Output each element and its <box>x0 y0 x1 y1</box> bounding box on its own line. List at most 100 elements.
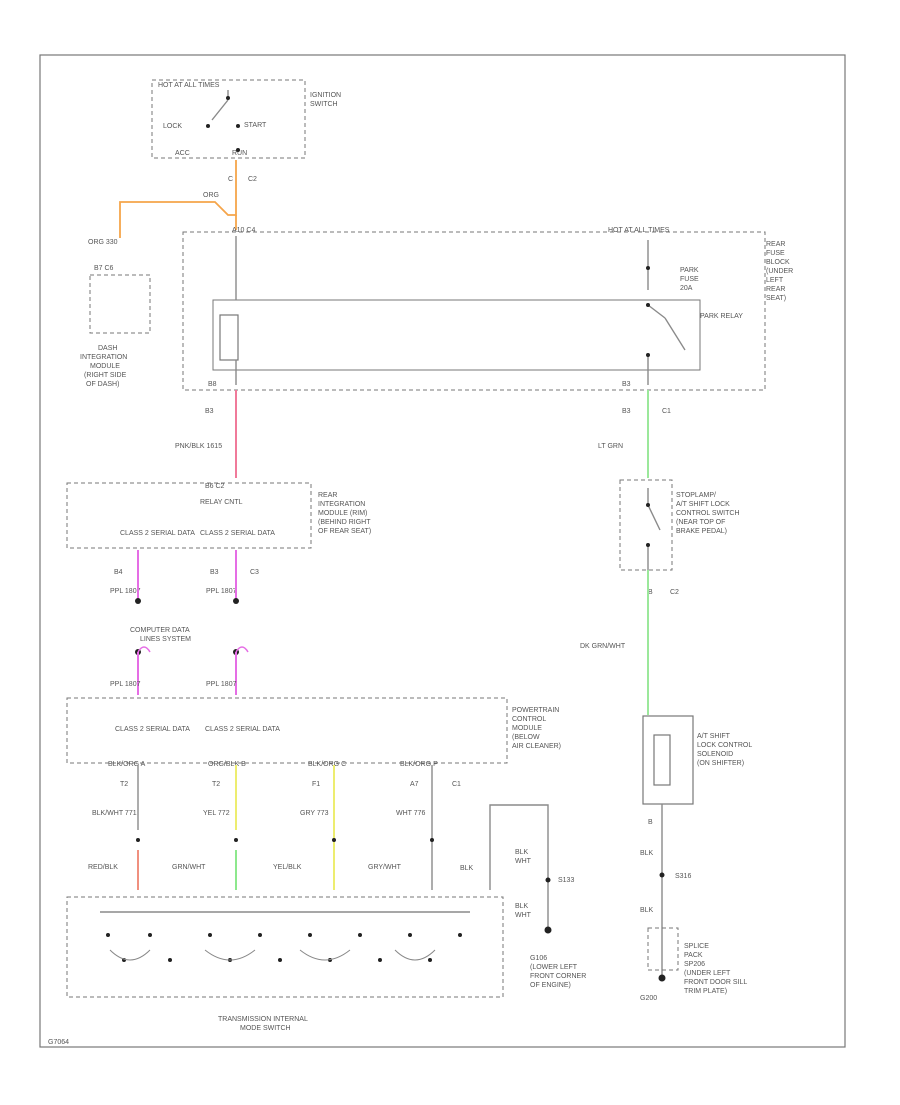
svg-text:FUSE: FUSE <box>766 250 785 257</box>
svg-text:HOT AT ALL TIMES: HOT AT ALL TIMES <box>608 227 670 234</box>
rear-integration-module: B6 C2 RELAY CNTL CLASS 2 SERIAL DATA CLA… <box>66 482 371 595</box>
svg-text:LEFT: LEFT <box>766 277 784 284</box>
svg-text:(NEAR TOP OF: (NEAR TOP OF <box>676 519 725 526</box>
shift-lock-solenoid: A/T SHIFT LOCK CONTROL SOLENOID (ON SHIF… <box>640 715 752 1002</box>
frame-code: G7064 <box>48 1039 69 1046</box>
green-wire-label: LT GRN <box>598 443 623 450</box>
svg-text:B3: B3 <box>622 381 631 388</box>
svg-text:START: START <box>244 122 267 129</box>
svg-text:YEL/BLK: YEL/BLK <box>273 864 302 871</box>
svg-text:(RIGHT SIDE: (RIGHT SIDE <box>84 372 127 379</box>
svg-text:A7: A7 <box>410 781 419 788</box>
svg-text:S133: S133 <box>558 877 574 884</box>
svg-text:SOLENOID: SOLENOID <box>697 751 733 758</box>
ignition-switch: HOT AT ALL TIMES LOCK START ACC RUN C C2… <box>151 79 341 183</box>
svg-text:BLK/ORG C: BLK/ORG C <box>308 761 346 768</box>
pcm-wire-left: PPL 1807 <box>110 681 141 688</box>
ignition-switch-name-2: SWITCH <box>310 101 338 108</box>
svg-text:PARK RELAY: PARK RELAY <box>700 313 743 320</box>
ground-wire-bottom-2: WHT <box>515 912 532 919</box>
svg-text:FRONT DOOR SILL: FRONT DOOR SILL <box>684 979 747 986</box>
svg-text:PACK: PACK <box>684 952 703 959</box>
svg-text:C2: C2 <box>670 589 679 596</box>
svg-text:REAR: REAR <box>766 286 785 293</box>
svg-text:GRY 773: GRY 773 <box>300 810 329 817</box>
powertrain-control-module: CLASS 2 SERIAL DATA CLASS 2 SERIAL DATA … <box>66 697 561 871</box>
svg-text:S316: S316 <box>675 873 691 880</box>
svg-text:GRN/WHT: GRN/WHT <box>172 864 206 871</box>
svg-text:INTEGRATION: INTEGRATION <box>80 354 127 361</box>
svg-text:CLASS 2 SERIAL DATA: CLASS 2 SERIAL DATA <box>205 726 280 733</box>
svg-text:INTEGRATION: INTEGRATION <box>318 501 365 508</box>
dash-integration-module: ORG 330 B7 C6 DASH INTEGRATION MODULE (R… <box>80 239 151 388</box>
svg-text:BLOCK: BLOCK <box>766 259 790 266</box>
svg-text:C3: C3 <box>250 569 259 576</box>
orange-wire-label: ORG <box>203 192 219 199</box>
svg-text:T2: T2 <box>120 781 128 788</box>
svg-text:RELAY CNTL: RELAY CNTL <box>200 499 243 506</box>
svg-text:20A: 20A <box>680 285 693 292</box>
computer-data-title: COMPUTER DATA <box>130 627 190 634</box>
svg-text:ORG/BLK B: ORG/BLK B <box>208 761 246 768</box>
svg-text:G200: G200 <box>640 995 657 1002</box>
svg-text:BLK/ORG P: BLK/ORG P <box>400 761 438 768</box>
rim-pin: B3 <box>205 408 214 415</box>
orange-wire <box>119 160 237 238</box>
ground-wire-mid-2: WHT <box>515 858 532 865</box>
svg-text:SPLICE: SPLICE <box>684 943 709 950</box>
svg-text:MODE SWITCH: MODE SWITCH <box>240 1025 291 1032</box>
svg-text:C2: C2 <box>248 176 257 183</box>
svg-text:BLK: BLK <box>640 850 654 857</box>
svg-text:CLASS 2 SERIAL DATA: CLASS 2 SERIAL DATA <box>120 530 195 537</box>
svg-text:A/T SHIFT: A/T SHIFT <box>697 733 731 740</box>
svg-text:MODULE: MODULE <box>90 363 120 370</box>
svg-text:FUSE: FUSE <box>680 276 699 283</box>
svg-text:(ON SHIFTER): (ON SHIFTER) <box>697 760 744 767</box>
svg-text:B: B <box>648 589 653 596</box>
svg-text:CLASS 2 SERIAL DATA: CLASS 2 SERIAL DATA <box>200 530 275 537</box>
svg-text:CONTROL SWITCH: CONTROL SWITCH <box>676 510 740 517</box>
svg-text:BLK/ORG A: BLK/ORG A <box>108 761 146 768</box>
svg-text:RUN: RUN <box>232 150 247 157</box>
svg-text:(UNDER: (UNDER <box>766 268 793 275</box>
pink-wire-label: PNK/BLK 1615 <box>175 443 222 450</box>
svg-text:STOPLAMP/: STOPLAMP/ <box>676 492 716 499</box>
svg-text:PPL 1807: PPL 1807 <box>206 588 237 595</box>
stoplamp-pin: B3 <box>622 408 631 415</box>
ignition-switch-name-1: IGNITION <box>310 92 341 99</box>
svg-text:T2: T2 <box>212 781 220 788</box>
svg-text:HOT AT ALL TIMES: HOT AT ALL TIMES <box>158 82 220 89</box>
ground-wire-bottom-1: BLK <box>515 903 529 910</box>
svg-text:F1: F1 <box>312 781 320 788</box>
svg-text:LOCK: LOCK <box>163 123 182 130</box>
svg-text:MODULE: MODULE <box>512 725 542 732</box>
computer-data-subtitle: LINES SYSTEM <box>140 636 191 643</box>
svg-text:B3: B3 <box>210 569 219 576</box>
svg-text:CLASS 2 SERIAL DATA: CLASS 2 SERIAL DATA <box>115 726 190 733</box>
svg-text:SP206: SP206 <box>684 961 705 968</box>
stoplamp-switch: STOPLAMP/ A/T SHIFT LOCK CONTROL SWITCH … <box>619 479 740 596</box>
svg-text:C: C <box>228 176 233 183</box>
svg-text:PPL 1807: PPL 1807 <box>110 588 141 595</box>
svg-text:B7 C6: B7 C6 <box>94 265 114 272</box>
svg-text:B4: B4 <box>114 569 123 576</box>
svg-text:A/T SHIFT LOCK: A/T SHIFT LOCK <box>676 501 730 508</box>
svg-text:TRIM PLATE): TRIM PLATE) <box>684 988 727 995</box>
svg-text:ACC: ACC <box>175 150 190 157</box>
stoplamp-conn: C1 <box>662 408 671 415</box>
svg-text:DASH: DASH <box>98 345 117 352</box>
svg-text:LOCK CONTROL: LOCK CONTROL <box>697 742 752 749</box>
svg-text:SEAT): SEAT) <box>766 295 786 302</box>
svg-text:FRONT CORNER: FRONT CORNER <box>530 973 586 980</box>
svg-text:BLK/WHT 771: BLK/WHT 771 <box>92 810 137 817</box>
svg-text:BRAKE PEDAL): BRAKE PEDAL) <box>676 528 727 535</box>
svg-text:REAR: REAR <box>318 492 337 499</box>
svg-text:RED/BLK: RED/BLK <box>88 864 118 871</box>
pcm-wire-right: PPL 1807 <box>206 681 237 688</box>
svg-text:(BELOW: (BELOW <box>512 734 540 741</box>
svg-text:POWERTRAIN: POWERTRAIN <box>512 707 559 714</box>
svg-text:PARK: PARK <box>680 267 699 274</box>
outer-frame <box>39 54 846 1048</box>
svg-text:GRY/WHT: GRY/WHT <box>368 864 402 871</box>
green-wire-bottom-label: DK GRN/WHT <box>580 643 626 650</box>
